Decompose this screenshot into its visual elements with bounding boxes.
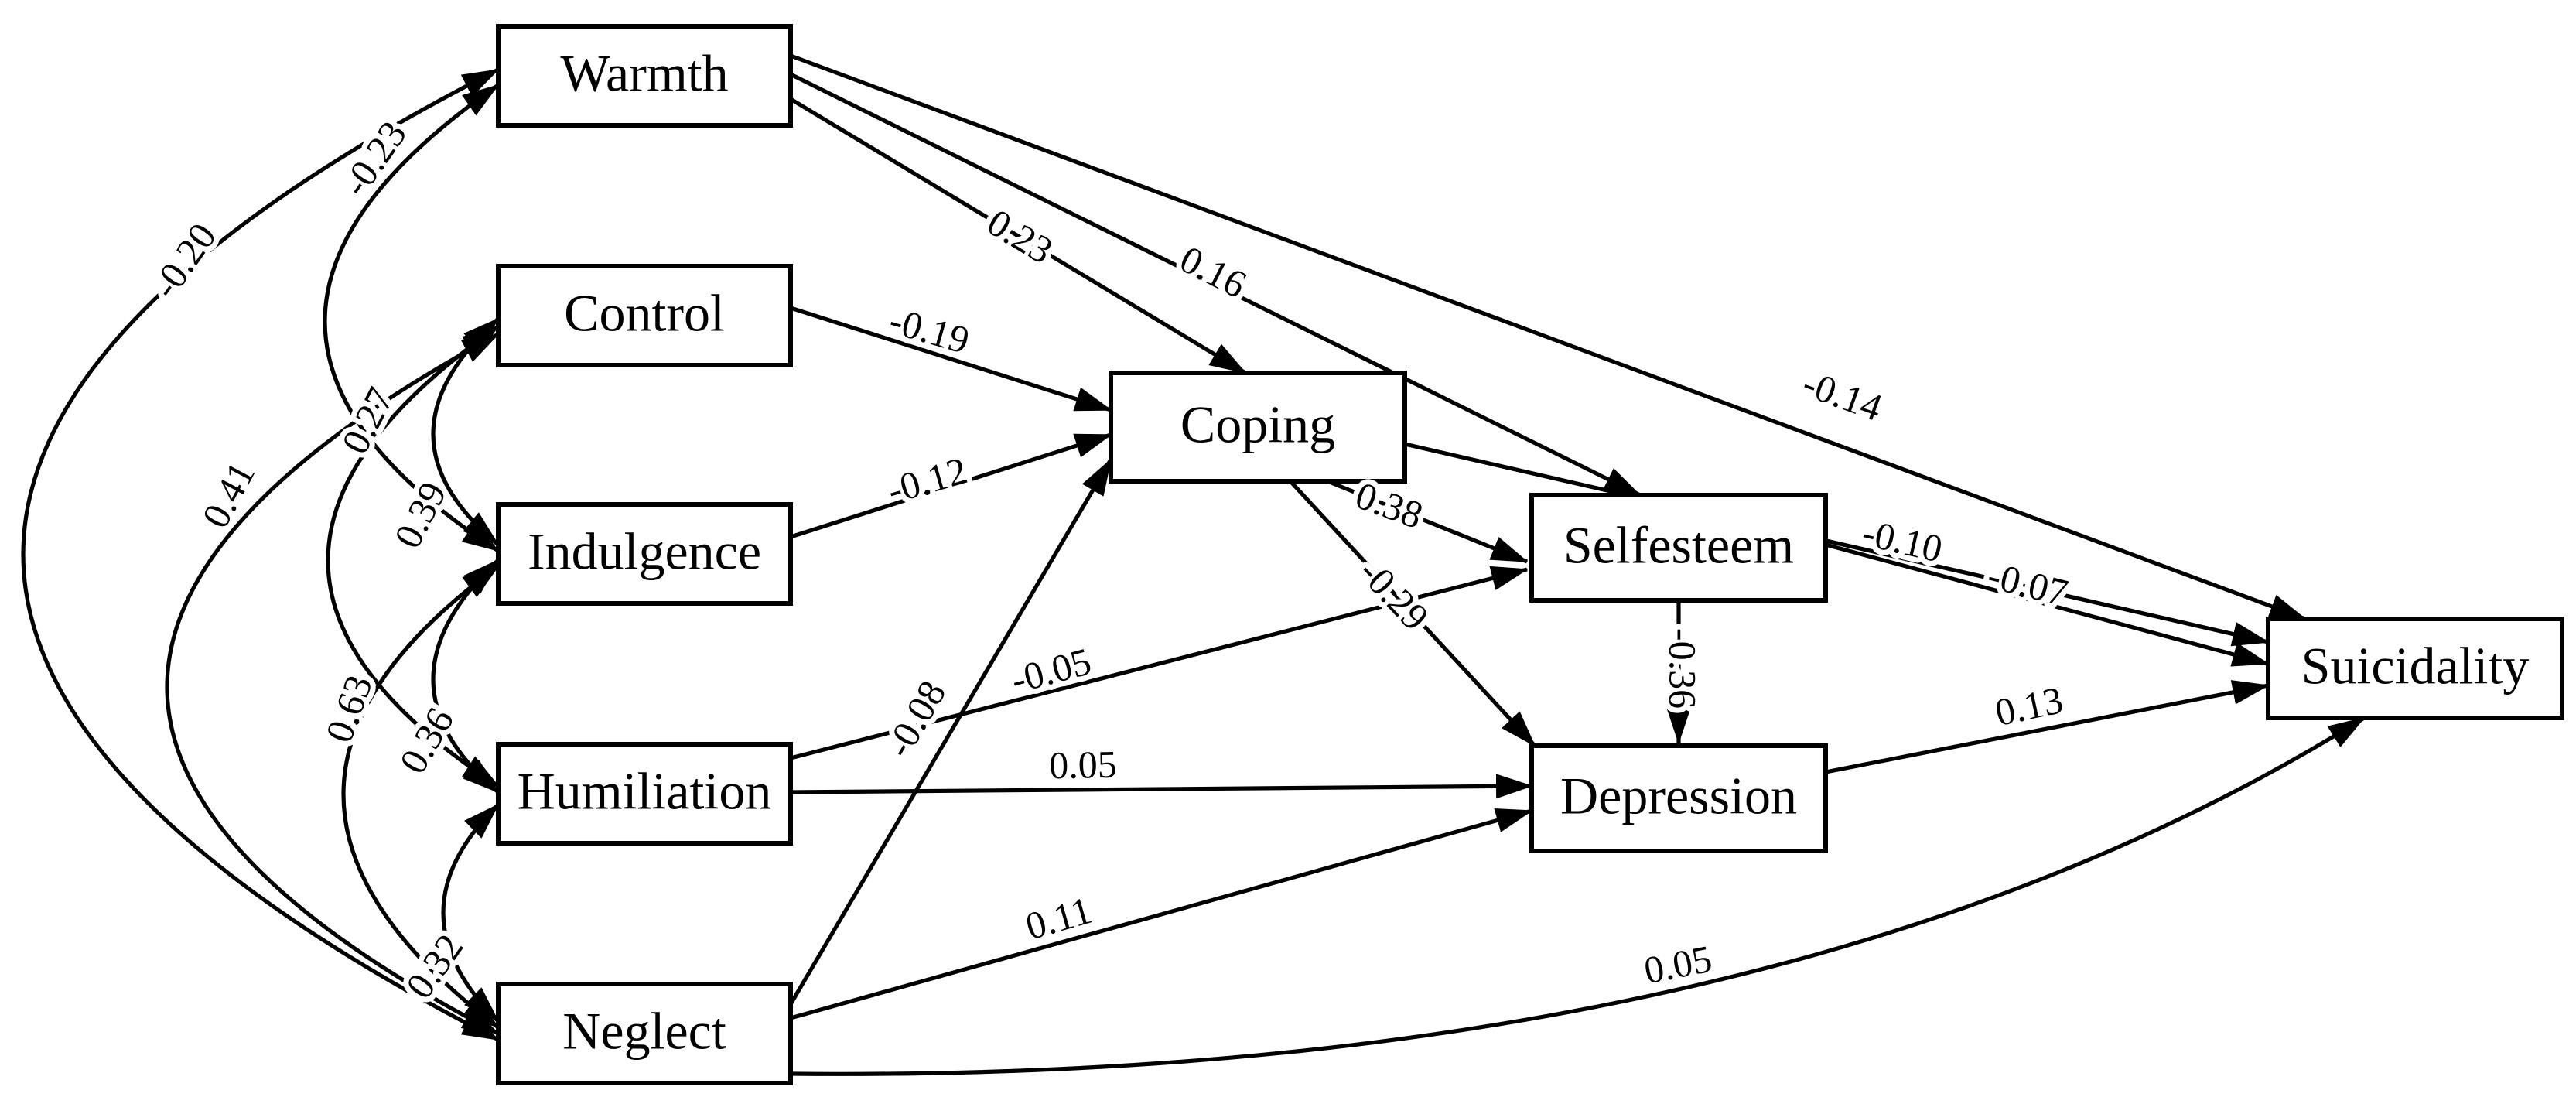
path-arrow-depression-suicidality [1825,680,2270,774]
path-coefficient-7: 0.05 [1049,743,1117,788]
path-arrow-selfesteem-suicidality [1825,542,2270,667]
node-warmth: Warmth [496,24,793,128]
node-box-warmth [496,24,793,128]
node-label-control: Control [564,284,725,343]
path-arrow-humiliation-depression [790,774,1533,799]
correlation-arc-control-neglect [165,332,500,1036]
node-control: Control [496,264,793,367]
correlation-arc-indulgence-humiliation [431,559,500,794]
path-coefficient-2: -0.14 [1797,361,1888,429]
path-arrow-control-coping [790,306,1112,412]
correlation-arc-indulgence-neglect [341,564,500,1030]
path-coefficient-6: -0.05 [1006,639,1095,702]
node-box-suicidality [2266,617,2564,720]
node-label-indulgence: Indulgence [528,522,761,581]
path-arrow-neglect-coping [788,458,1113,1006]
path-coefficient-13: -0.07 [1983,553,2072,615]
correlation-arc-control-humiliation [326,324,500,788]
node-depression: Depression [1529,743,1828,853]
path-arrow-indulgence-coping [790,432,1112,539]
path-arrow-warmth-selfesteem [789,72,1642,497]
correlation-coefficient-1: -0.23 [333,113,415,203]
node-indulgence: Indulgence [496,502,793,606]
correlation-coefficient-6: 0.63 [317,669,381,747]
correlation-arc-warmth-indulgence [323,83,500,553]
node-label-warmth: Warmth [560,44,728,103]
correlation-coefficient-2: 0.39 [385,475,455,555]
correlation-coefficient-4: 0.41 [193,455,264,535]
node-humiliation: Humiliation [496,742,793,846]
node-box-neglect [496,982,793,1085]
path-coefficient-4: -0.12 [883,448,972,512]
path-arrow-coping-selfesteem [1327,479,1529,564]
variable-boxes: WarmthControlIndulgenceHumiliationNeglec… [496,24,2564,1085]
path-coefficient-8: 0.11 [1021,888,1097,948]
path-arrow-warmth-suicidality [790,53,2307,621]
path-coefficient-0: 0.23 [980,200,1061,272]
node-suicidality: Suicidality [2266,617,2564,720]
path-arrow-warmth-coping [789,97,1247,375]
path-coefficient-14: -0.36 [1662,628,1705,709]
correlation-arc-warmth-neglect [21,67,500,1042]
node-box-control [496,264,793,367]
node-box-selfesteem [1529,493,1828,603]
path-coefficient-3: -0.19 [885,298,975,362]
regression-paths [788,53,2366,1076]
path-arrow-coping-depression [1289,480,1536,747]
node-label-neglect: Neglect [562,1002,726,1061]
correlation-coefficient-5: 0.36 [391,700,462,781]
node-box-coping [1109,371,1407,484]
node-label-selfesteem: Selfesteem [1563,516,1794,575]
correlation-coefficient-0: -0.20 [143,215,225,306]
node-box-indulgence [496,502,793,606]
path-arrow-coping-suicidality [1404,442,2270,647]
node-coping: Coping [1109,371,1407,484]
path-arrow-neglect-depression [790,808,1533,1020]
path-coefficient-12: -0.10 [1858,511,1946,571]
correlation-arcs [21,67,500,1042]
correlation-arc-humiliation-neglect [441,803,500,1023]
path-arrow-neglect-suicidality [790,716,2366,1076]
node-box-humiliation [496,742,793,846]
node-label-humiliation: Humiliation [518,762,772,821]
node-label-depression: Depression [1560,767,1797,825]
node-selfesteem: Selfesteem [1529,493,1828,603]
node-label-coping: Coping [1180,395,1335,454]
node-neglect: Neglect [496,982,793,1085]
path-coefficient-10: 0.38 [1350,473,1428,538]
node-box-depression [1529,743,1828,853]
path-arrow-humiliation-selfesteem [790,566,1529,760]
node-label-suicidality: Suicidality [2301,637,2530,695]
